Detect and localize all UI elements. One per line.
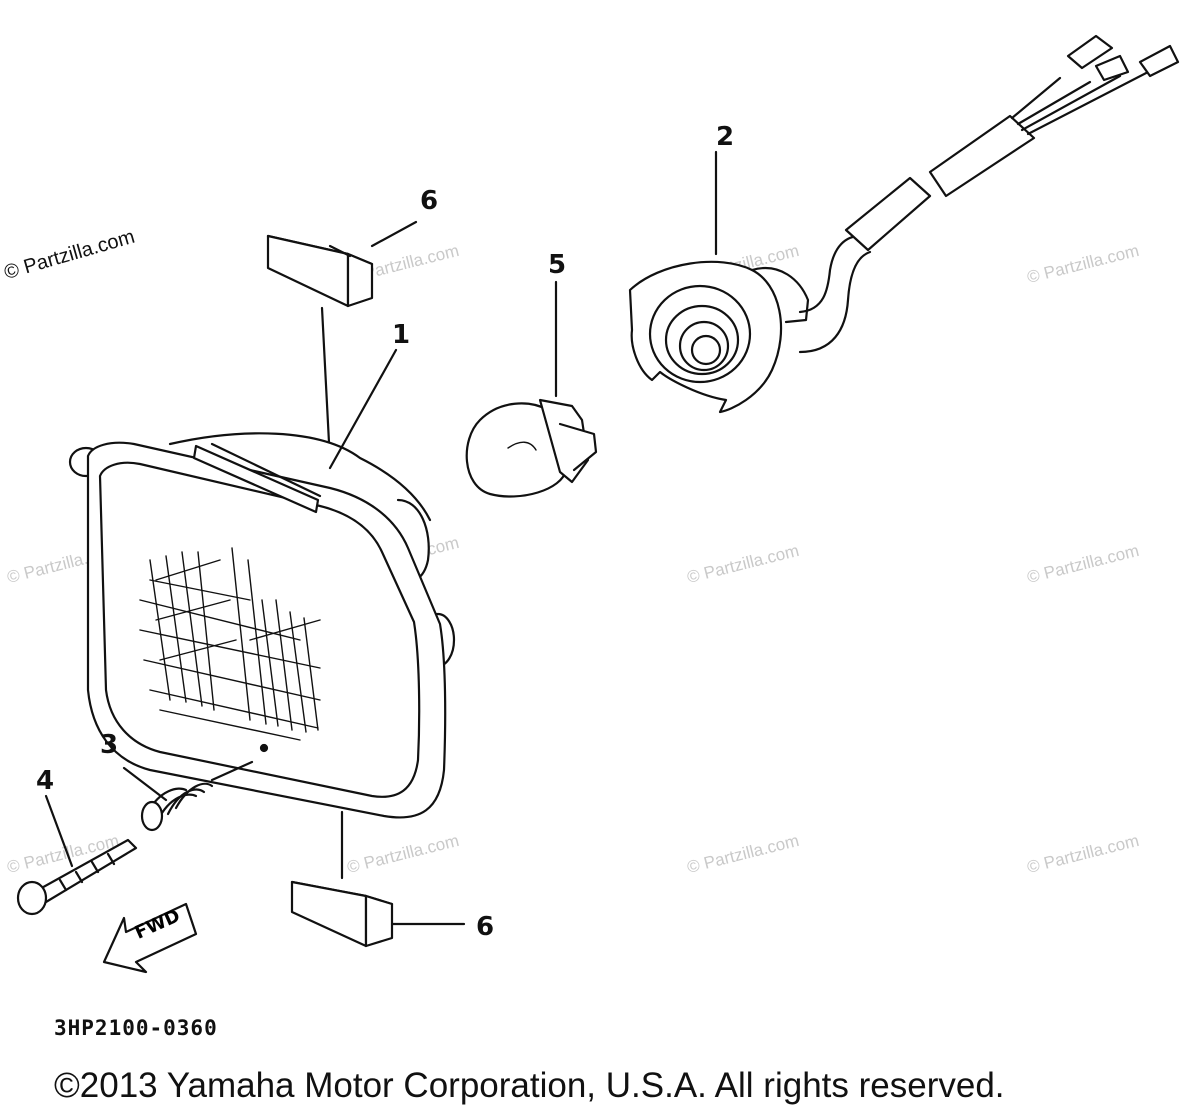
spring <box>140 782 214 832</box>
leader-line <box>44 794 74 868</box>
callout-4: 4 <box>36 766 55 796</box>
callout-6-top: 6 <box>420 186 439 216</box>
headlight-unit <box>68 432 456 819</box>
forward-arrow-icon <box>102 902 198 974</box>
screw <box>16 838 138 916</box>
leader-line <box>370 220 418 248</box>
lens-pattern <box>139 547 321 741</box>
callout-6-bottom: 6 <box>476 912 495 942</box>
bulb <box>465 398 598 498</box>
callout-3: 3 <box>100 730 119 760</box>
callout-5: 5 <box>548 250 567 280</box>
rubber-block-top <box>266 234 374 308</box>
leader-line <box>122 766 168 802</box>
diagram-part-code: 3HP2100-0360 <box>54 1016 218 1040</box>
wire-harness <box>798 34 1180 354</box>
leader-line <box>210 760 254 782</box>
leader-line <box>320 306 332 464</box>
bulb-socket <box>628 260 810 414</box>
callout-2: 2 <box>716 122 735 152</box>
copyright-notice: ©2013 Yamaha Motor Corporation, U.S.A. A… <box>54 1066 1005 1105</box>
callout-1: 1 <box>392 320 411 350</box>
rubber-block-bottom <box>290 880 394 948</box>
leader-line <box>328 348 398 470</box>
